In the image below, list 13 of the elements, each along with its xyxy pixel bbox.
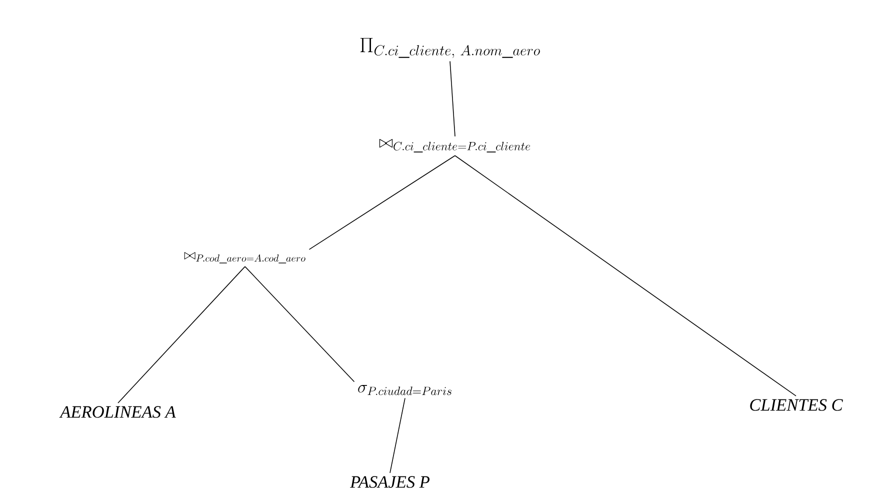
relation-label: AEROLINEAS A bbox=[59, 406, 176, 418]
selection-operator: $\sigma_{P.ciudad=Paris}$ bbox=[358, 384, 452, 396]
tree-line bbox=[450, 60, 456, 137]
tree-line bbox=[244, 266, 355, 382]
tree-line bbox=[308, 155, 456, 250]
relation-label: CLIENTES C bbox=[750, 399, 843, 411]
tree-line bbox=[454, 155, 796, 396]
projection-operator: $\Pi_{C.ci\_cliente,\ A.nom\_aero}$ bbox=[360, 38, 540, 58]
join-operator: $\bowtie_{P.cod\_aero=A.cod\_aero}$ bbox=[184, 252, 306, 264]
tree-line bbox=[390, 398, 406, 474]
join-operator: $\bowtie_{C.ci\_cliente=P.ci\_cliente}$ bbox=[379, 138, 530, 152]
tree-line bbox=[118, 266, 246, 404]
relation-label: PASAJES P bbox=[350, 476, 430, 488]
